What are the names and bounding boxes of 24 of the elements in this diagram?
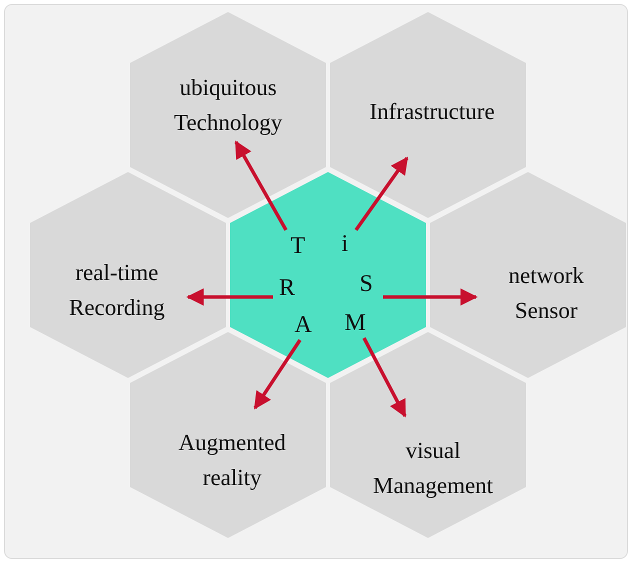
letter-label: T: [290, 234, 306, 258]
hexagon-tile: [330, 332, 526, 538]
arrow: [362, 337, 407, 418]
hexagon-tile: [330, 12, 526, 218]
letter-label: S: [360, 272, 373, 296]
arrow: [186, 288, 273, 306]
letter-label: A: [294, 313, 312, 337]
hexagon-tile: [230, 172, 426, 378]
tile-label: visual Management: [373, 436, 494, 500]
tile-label: network Sensor: [508, 262, 584, 326]
letter-label: M: [344, 311, 366, 335]
tile-label: real-time Recording: [69, 258, 165, 322]
hexagon-tile: [430, 172, 626, 378]
letter-label: R: [279, 276, 296, 300]
letter-label: i: [342, 232, 348, 256]
hexagon-tile: [130, 12, 326, 218]
arrow: [383, 288, 478, 306]
arrow: [234, 140, 288, 231]
arrow: [354, 156, 408, 232]
tile-label: Augmented reality: [178, 428, 286, 492]
hexagon-tile: [130, 332, 326, 538]
hexagon-tile: [30, 172, 226, 378]
tile-label: Infrastructure: [370, 98, 495, 126]
tile-label: ubiquitous Technology: [174, 74, 282, 138]
